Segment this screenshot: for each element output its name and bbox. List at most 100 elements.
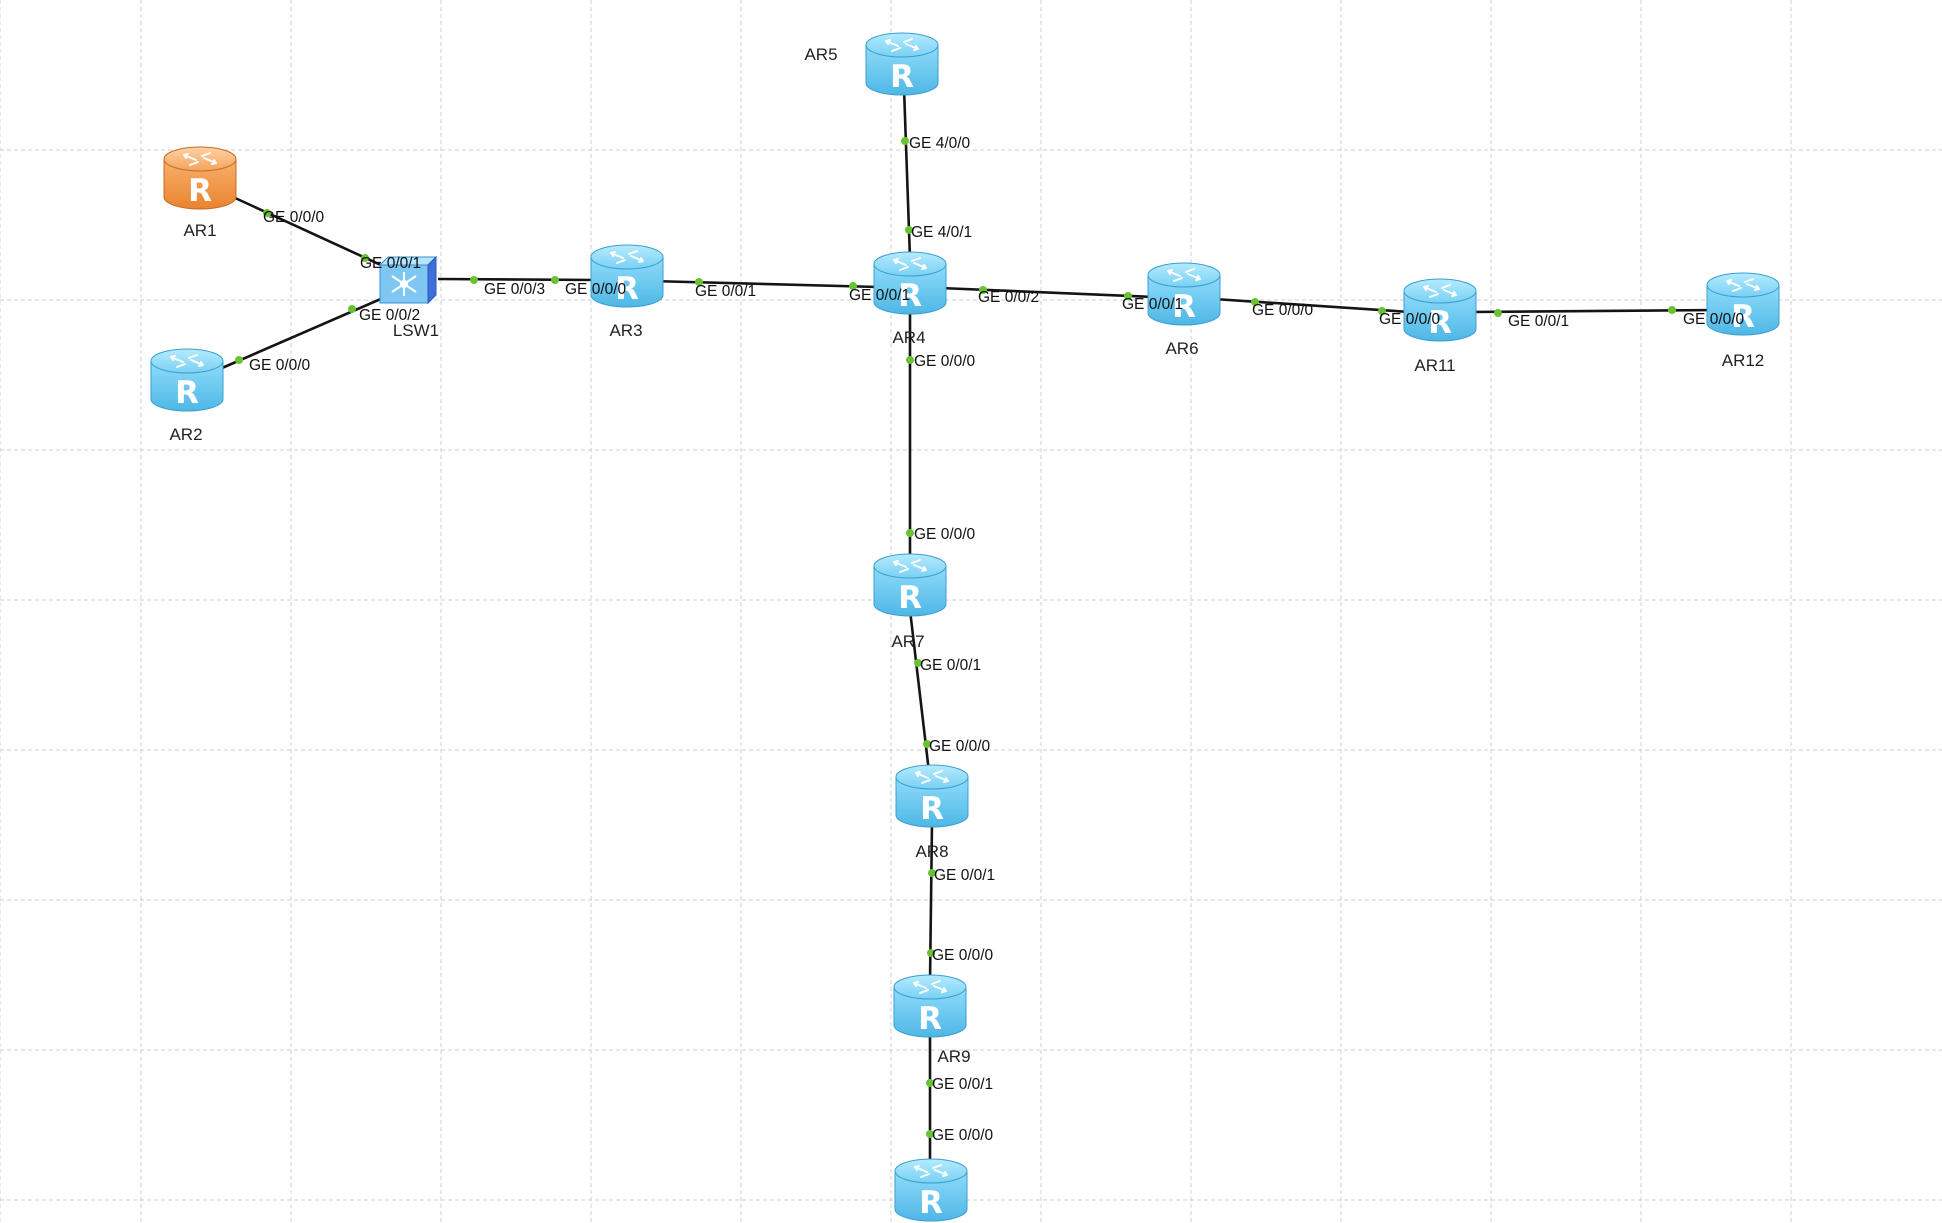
port-indicator	[470, 276, 478, 284]
port-indicator	[923, 740, 931, 748]
link-ar11-ar12[interactable]	[1469, 308, 1721, 314]
svg-text:R: R	[615, 271, 639, 307]
svg-text:R: R	[898, 278, 922, 314]
port-indicator	[361, 254, 369, 262]
port-indicator	[1378, 307, 1386, 315]
port-label: GE 4/0/0	[909, 135, 971, 152]
router-icon: R	[163, 146, 237, 210]
router-node[interactable]: R AR7	[873, 553, 947, 651]
port-label: GE 0/0/0	[263, 209, 325, 226]
router-icon: R	[893, 974, 967, 1038]
router-node[interactable]: R	[894, 1158, 968, 1222]
router-icon: R	[150, 348, 224, 412]
port-label: GE 0/0/2	[359, 307, 420, 324]
router-node[interactable]: R AR2	[150, 348, 224, 444]
port-indicator	[348, 305, 356, 313]
port-indicator	[551, 276, 559, 284]
port-label: GE 0/0/0	[1252, 302, 1314, 319]
port-label: GE 0/0/0	[932, 947, 994, 964]
device-label: LSW1	[393, 321, 439, 340]
port-indicator	[1124, 292, 1132, 300]
svg-text:R: R	[898, 580, 922, 616]
router-icon: R	[590, 244, 664, 308]
router-icon: R	[873, 553, 947, 617]
port-indicator	[263, 209, 271, 217]
port-label: GE 0/0/0	[932, 1127, 994, 1144]
port-label: GE 0/0/0	[929, 738, 991, 755]
port-indicator	[1668, 306, 1676, 314]
svg-text:R: R	[188, 173, 212, 209]
router-icon: R	[1706, 272, 1780, 336]
port-label: GE 0/0/1	[920, 657, 981, 674]
port-labels-layer: GE 0/0/0 GE 0/0/1 GE 0/0/0 GE 0/0/2 GE 0/0/3…	[235, 135, 1745, 1144]
port-indicator	[926, 1130, 934, 1138]
port-label: GE 0/0/0	[1379, 311, 1441, 328]
router-node[interactable]: R AR11	[1403, 278, 1477, 375]
port-indicator	[914, 659, 922, 667]
router-node[interactable]: R AR8	[895, 764, 969, 861]
device-label: AR1	[183, 221, 216, 240]
port-indicator	[849, 282, 857, 290]
port-indicator	[1251, 298, 1259, 306]
device-label: AR3	[609, 321, 642, 340]
port-indicator	[695, 278, 703, 286]
router-icon: R	[1403, 278, 1477, 342]
port-indicator	[926, 1079, 934, 1087]
port-indicator	[979, 286, 987, 294]
port-label: GE 0/0/0	[914, 526, 976, 543]
svg-text:R: R	[918, 1001, 942, 1037]
port-indicator	[235, 356, 243, 364]
link-ar2-lsw1[interactable]	[221, 296, 384, 370]
svg-text:R: R	[920, 791, 944, 827]
port-label: GE 0/0/1	[360, 255, 421, 272]
router-node[interactable]: R AR6	[1147, 262, 1221, 358]
device-label: AR11	[1414, 356, 1455, 375]
svg-text:R: R	[1428, 305, 1452, 341]
svg-text:R: R	[1731, 299, 1755, 335]
device-label: AR6	[1165, 339, 1198, 358]
router-icon: R	[865, 32, 939, 96]
links-layer	[221, 87, 1721, 1170]
port-label: GE 0/0/1	[849, 287, 910, 304]
router-icon: R	[1147, 262, 1221, 326]
port-label: GE 4/0/1	[911, 224, 972, 241]
router-icon: R	[894, 1158, 968, 1222]
link-lsw1-ar3[interactable]	[437, 277, 601, 282]
switch-node[interactable]: LSW1	[378, 255, 439, 340]
router-icon: R	[873, 251, 947, 315]
device-label: AR12	[1722, 351, 1765, 370]
link-ar6-ar11[interactable]	[1213, 297, 1411, 314]
port-label: GE 0/0/1	[695, 283, 756, 300]
port-label: GE 0/0/1	[1122, 296, 1183, 313]
link-ar4-ar6[interactable]	[939, 286, 1155, 299]
port-label: GE 0/0/0	[249, 357, 311, 374]
svg-text:R: R	[890, 59, 914, 95]
port-indicator	[901, 137, 909, 145]
port-label: GE 0/0/0	[565, 281, 627, 298]
device-label: AR5	[804, 45, 837, 64]
router-node[interactable]: R AR3	[590, 244, 664, 340]
router-icon: R	[895, 764, 969, 828]
router-node[interactable]: R AR5	[804, 32, 939, 96]
port-label: GE 0/0/3	[484, 281, 545, 298]
svg-text:R: R	[175, 375, 199, 411]
device-label: AR7	[891, 632, 924, 651]
port-indicator	[906, 529, 914, 537]
port-label: GE 0/0/0	[1683, 311, 1745, 328]
port-indicator	[905, 226, 913, 234]
port-label: GE 0/0/1	[1508, 313, 1569, 330]
port-indicator	[1494, 309, 1502, 317]
router-node[interactable]: R AR9	[893, 974, 971, 1066]
link-ar1-lsw1[interactable]	[232, 195, 384, 268]
device-label: AR8	[915, 842, 948, 861]
link-ar3-ar4[interactable]	[649, 279, 879, 289]
port-indicator	[906, 356, 914, 364]
router-node[interactable]: R AR1	[163, 146, 237, 240]
switch-icon	[378, 255, 438, 305]
device-label: AR2	[169, 425, 202, 444]
device-label: AR9	[937, 1047, 970, 1066]
router-node[interactable]: R AR12	[1706, 272, 1780, 370]
